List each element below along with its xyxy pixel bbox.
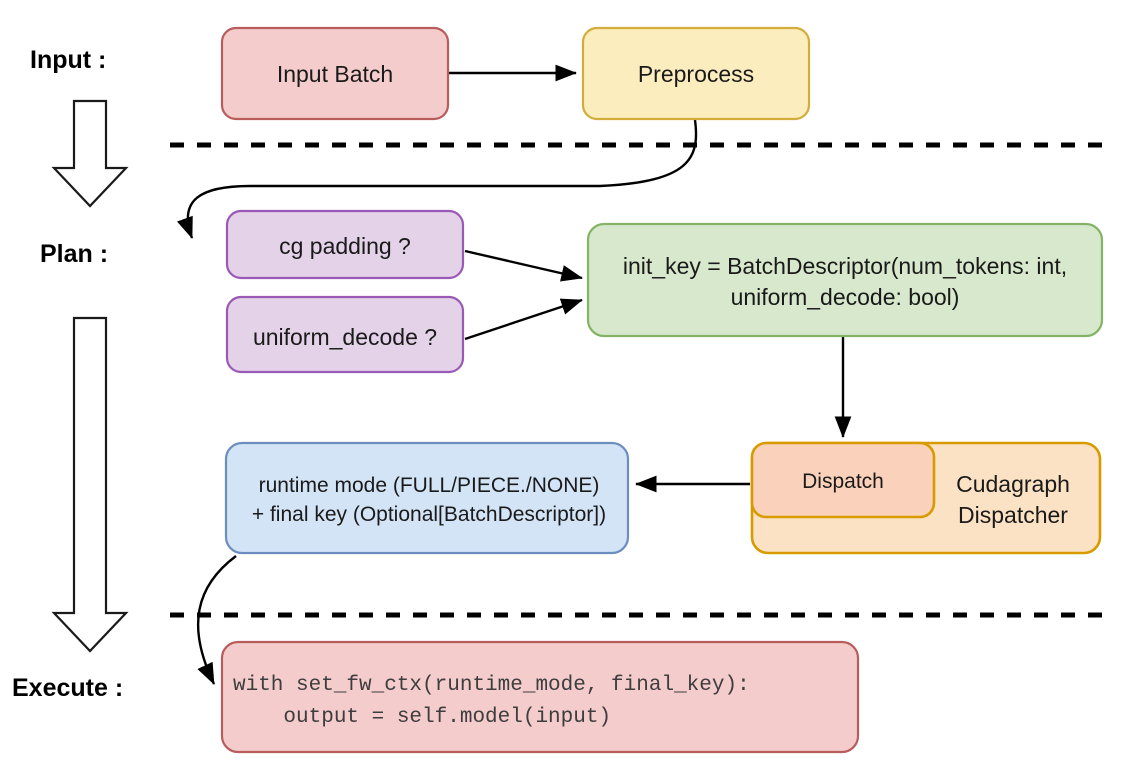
node-cudagraph-dispatcher-label-line2: Dispatcher (958, 502, 1068, 528)
node-execute-code-line1: with set_fw_ctx(runtime_mode, final_key)… (233, 674, 750, 697)
stage-arrow-input-to-plan (51, 99, 129, 208)
node-preprocess-shape (581, 26, 811, 121)
node-dispatch-label: Dispatch (802, 470, 884, 493)
node-cg-padding[interactable]: cg padding ? (225, 209, 465, 280)
node-init-key-label-line2: uniform_decode: bool) (731, 284, 960, 310)
node-init-key-label-line1: init_key = BatchDescriptor(num_tokens: i… (623, 253, 1067, 279)
node-runtime-mode-shape (224, 441, 630, 555)
node-preprocess-label: Preprocess (638, 61, 754, 87)
node-input-batch[interactable]: Input Batch (220, 26, 450, 121)
node-init-key[interactable]: init_key = BatchDescriptor(num_tokens: i… (586, 222, 1104, 338)
node-input-batch-label: Input Batch (277, 61, 393, 87)
node-execute-code-shape (220, 640, 860, 754)
node-runtime-mode-label-line1: runtime mode (FULL/PIECE./NONE) (259, 474, 600, 497)
edge-runtime-mode-to-execute-code (196, 555, 237, 685)
node-execute-code[interactable]: with set_fw_ctx(runtime_mode, final_key)… (220, 640, 860, 754)
node-runtime-mode-label-line2: + final key (Optional[BatchDescriptor]) (252, 503, 606, 526)
edge-uniform-decode-to-init-key (464, 298, 583, 341)
node-init-key-shape (586, 222, 1104, 338)
node-uniform-decode[interactable]: uniform_decode ? (225, 295, 465, 374)
node-runtime-mode[interactable]: runtime mode (FULL/PIECE./NONE) + final … (224, 441, 630, 555)
stage-label-plan: Plan : (40, 240, 108, 268)
node-uniform-decode-label: uniform_decode ? (253, 324, 437, 350)
stage-arrow-plan-to-execute (51, 316, 129, 653)
node-cg-padding-shape (225, 209, 465, 280)
node-cg-padding-label: cg padding ? (279, 233, 411, 259)
node-cudagraph-dispatcher-label-line1: Cudagraph (956, 471, 1070, 497)
node-dispatch-shape (750, 441, 936, 519)
node-preprocess[interactable]: Preprocess (581, 26, 811, 121)
stage-label-execute: Execute : (12, 674, 123, 702)
node-execute-code-line2: output = self.model(input) (233, 706, 611, 729)
edge-preprocess-to-cg-padding (176, 119, 698, 239)
node-input-batch-shape (220, 26, 450, 121)
edge-cg-padding-to-init-key (464, 249, 583, 282)
node-uniform-decode-shape (225, 295, 465, 374)
node-dispatch[interactable]: Dispatch (750, 441, 936, 519)
stage-label-input: Input : (30, 46, 106, 74)
